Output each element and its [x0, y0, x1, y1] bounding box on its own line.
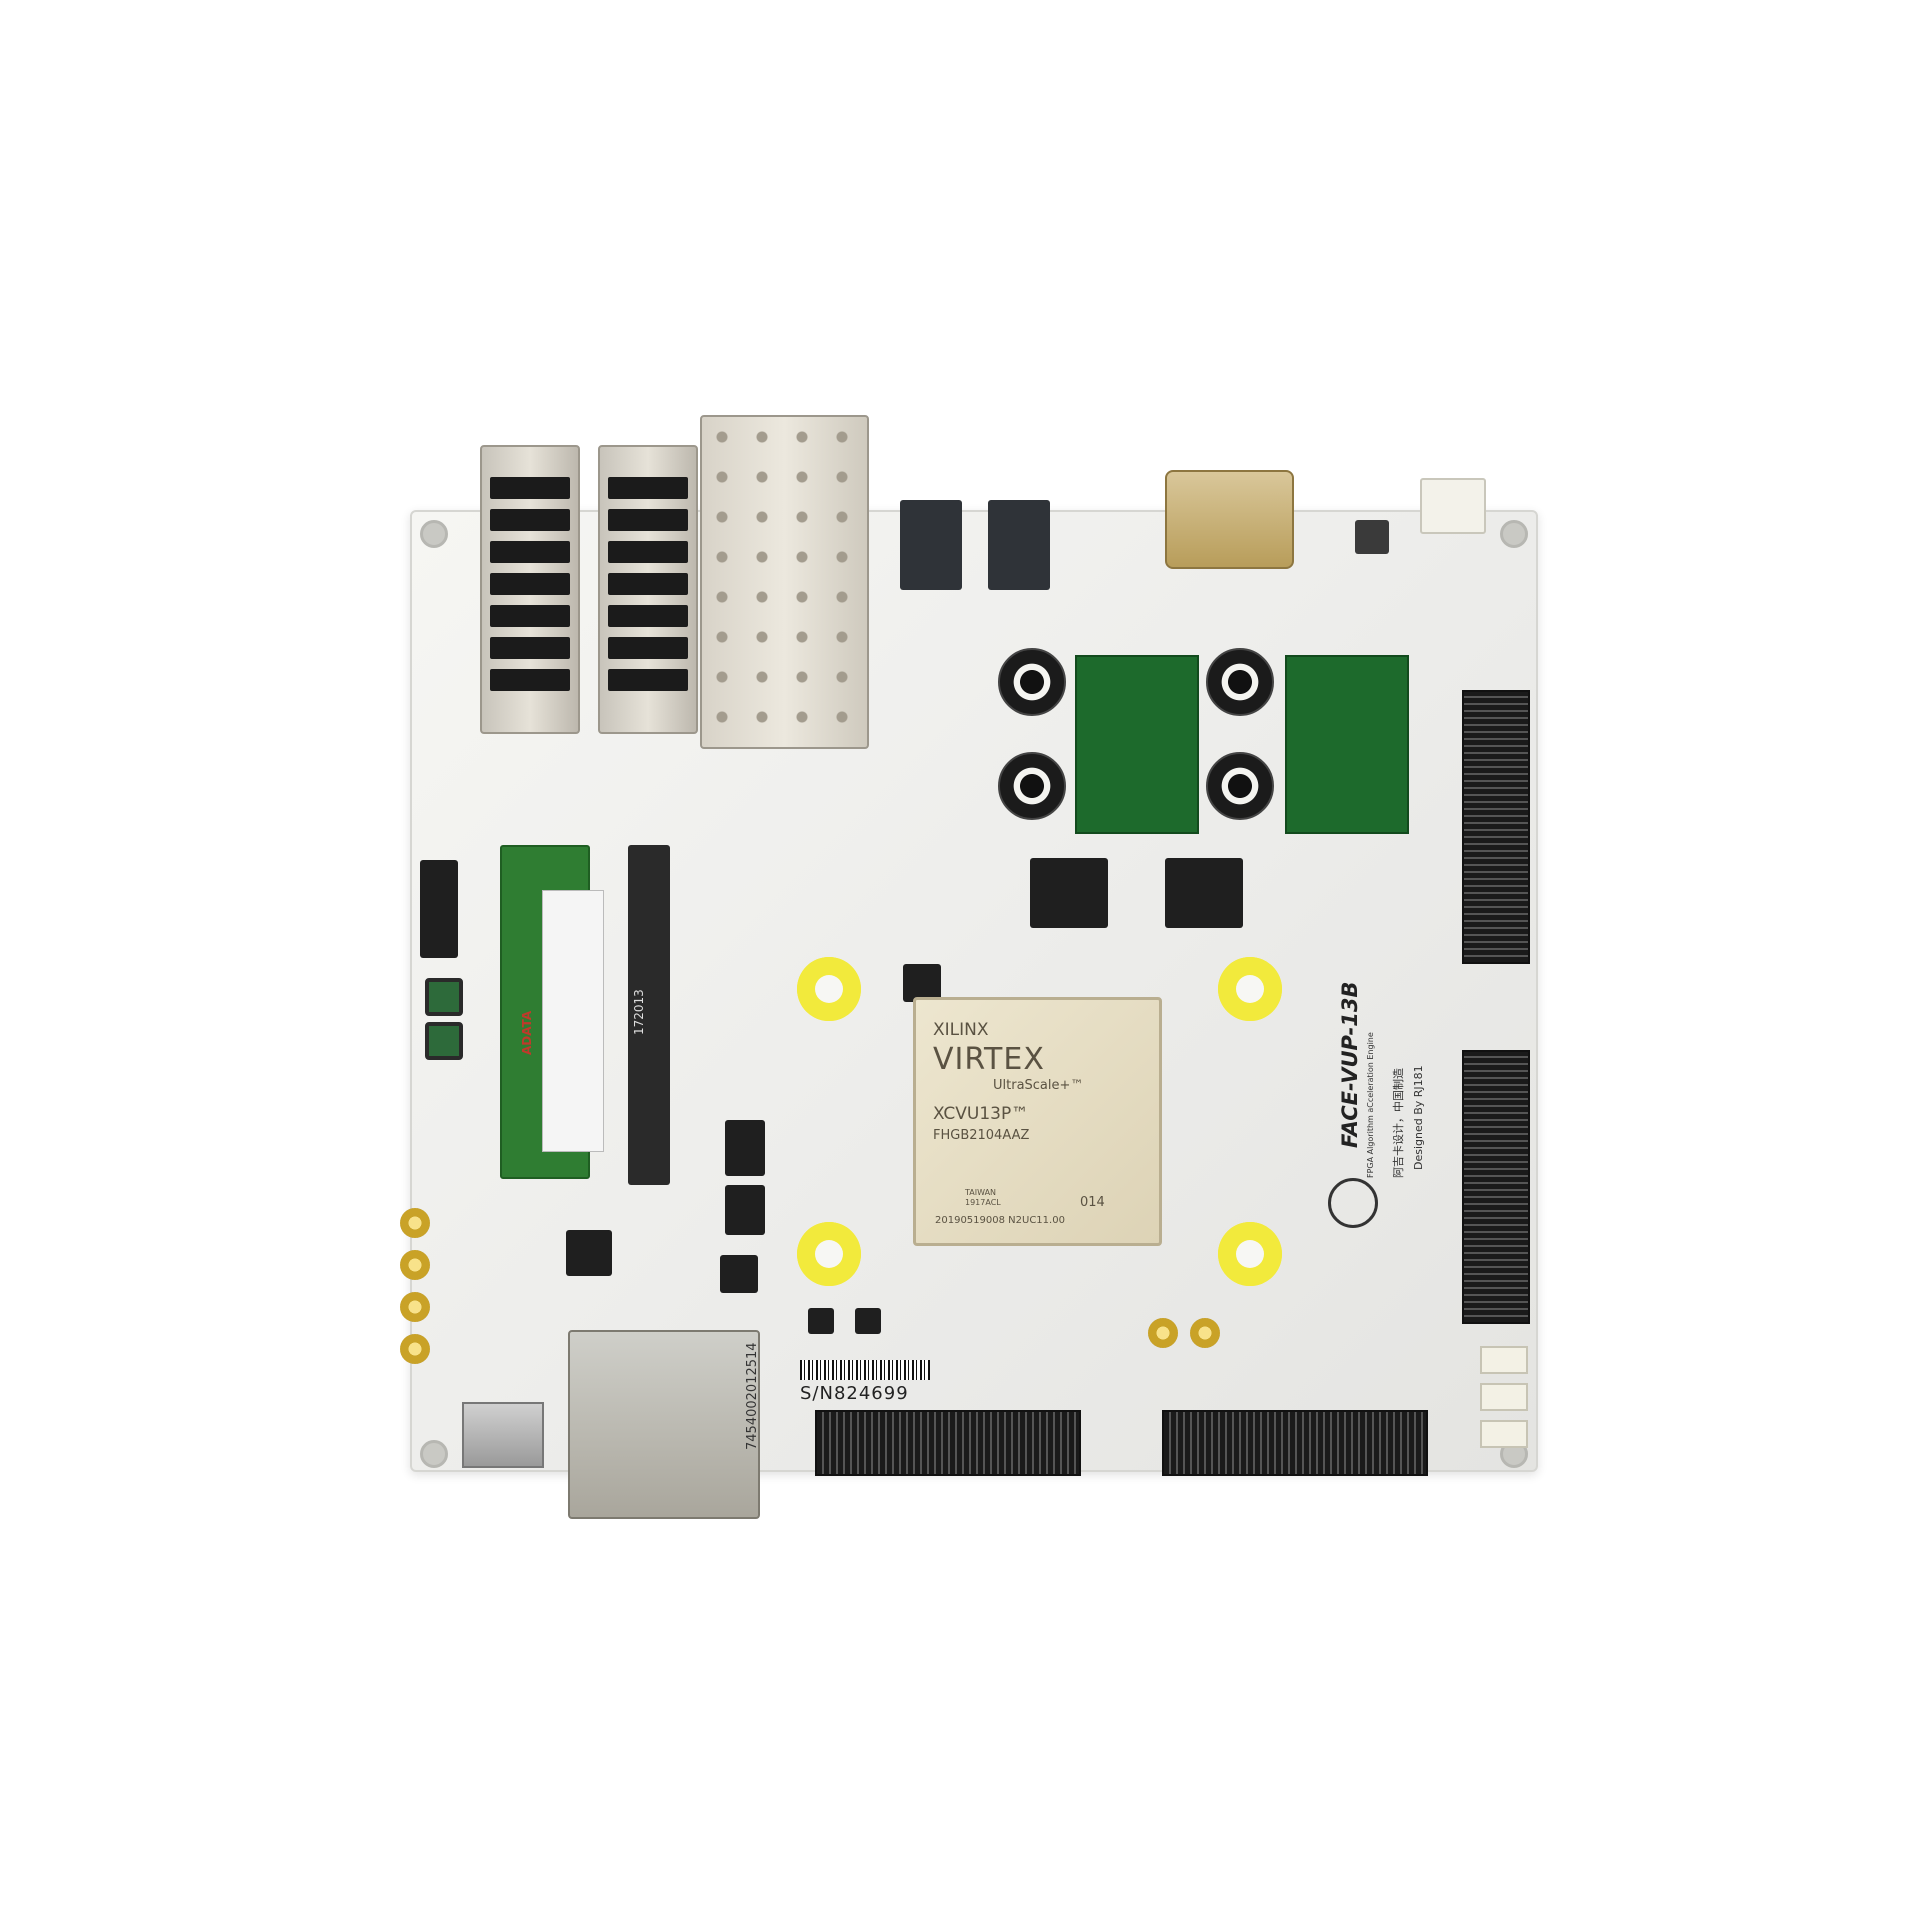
sma-connector: [400, 1250, 430, 1280]
board-logo-icon: [1328, 1178, 1378, 1228]
ddr4-label-sticker: [542, 890, 604, 1152]
dip-switch: [420, 860, 458, 958]
ic-chip: [725, 1120, 765, 1176]
sfp-cage-1: [480, 445, 580, 734]
qsfp-cage: [568, 1330, 760, 1519]
sma-connector: [1148, 1318, 1178, 1348]
serial-barcode: [800, 1360, 930, 1380]
sma-connector: [400, 1208, 430, 1238]
mounting-hole-tr: [1500, 520, 1528, 548]
push-button-1: [425, 978, 463, 1016]
standoff-ring: [1218, 957, 1282, 1021]
fpga-date-code: 20190519008 N2UC11.00: [935, 1215, 1065, 1226]
standoff-ring: [797, 1222, 861, 1286]
fmc-connector-right-bottom: [1462, 1050, 1530, 1324]
power-ic: [1165, 858, 1243, 928]
board-name: FACE-VUP-13B: [1338, 981, 1362, 1148]
fpga-family: VIRTEX: [933, 1042, 1045, 1077]
power-module-1: [1075, 655, 1199, 834]
fan-header: [1480, 1346, 1528, 1374]
power-module-2: [1285, 655, 1409, 834]
fan-header: [1480, 1420, 1528, 1448]
standoff-ring: [797, 957, 861, 1021]
usb-connector: [462, 1402, 544, 1468]
ic-chip: [725, 1185, 765, 1235]
ic-chip: [903, 964, 941, 1002]
sodimm-slot: [628, 845, 670, 1185]
board-designer: Designed By RJ181: [1412, 1065, 1425, 1170]
fpga-package-code: FHGB2104AAZ: [933, 1128, 1030, 1143]
minisas-connector-2: [988, 500, 1050, 590]
fpga-code: 014: [1080, 1195, 1105, 1210]
board-cn-slogan: 阿吉卡设计，中国制造: [1392, 1068, 1405, 1178]
sma-connector: [1190, 1318, 1220, 1348]
fpga-part: XCVU13P™: [933, 1104, 1029, 1124]
sfp-quad-cage: [700, 415, 869, 749]
electrolytic-capacitor: [1206, 648, 1274, 716]
fpga-lot: 1917ACL: [965, 1198, 1001, 1207]
sodimm-slot-code: 172013: [632, 989, 646, 1035]
power-connector: [1420, 478, 1486, 534]
fan-header: [1480, 1383, 1528, 1411]
sma-connector: [400, 1334, 430, 1364]
fpga-brand: XILINX: [933, 1020, 989, 1040]
fmc-connector-bottom-left: [815, 1410, 1081, 1476]
ddr4-brand: ADATA: [520, 1010, 534, 1055]
ic-chip: [808, 1308, 834, 1334]
mounting-hole-bl: [420, 1440, 448, 1468]
serial-number: S/N824699: [800, 1383, 909, 1404]
power-ic: [1030, 858, 1108, 928]
fmc-connector-right-top: [1462, 690, 1530, 964]
fpga-subfamily: UltraScale+™: [993, 1078, 1084, 1093]
ic-chip: [855, 1308, 881, 1334]
push-button-2: [425, 1022, 463, 1060]
power-switch: [1355, 520, 1389, 554]
fpga-package: [913, 997, 1162, 1246]
electrolytic-capacitor: [1206, 752, 1274, 820]
standoff-ring: [1218, 1222, 1282, 1286]
fmc-connector-bottom-right: [1162, 1410, 1428, 1476]
qsfp-barcode-number: 7454002012514: [745, 1342, 760, 1450]
board-subtitle: FPGA Algorithm aCceleration Engine: [1366, 1032, 1375, 1178]
sfp-cage-2: [598, 445, 698, 734]
minisas-connector-1: [900, 500, 962, 590]
db-connector: [1165, 470, 1294, 569]
ic-chip: [720, 1255, 758, 1293]
electrolytic-capacitor: [998, 752, 1066, 820]
mounting-hole-tl: [420, 520, 448, 548]
electrolytic-capacitor: [998, 648, 1066, 716]
ic-chip: [566, 1230, 612, 1276]
sma-connector: [400, 1292, 430, 1322]
fpga-origin: TAIWAN: [965, 1188, 997, 1197]
